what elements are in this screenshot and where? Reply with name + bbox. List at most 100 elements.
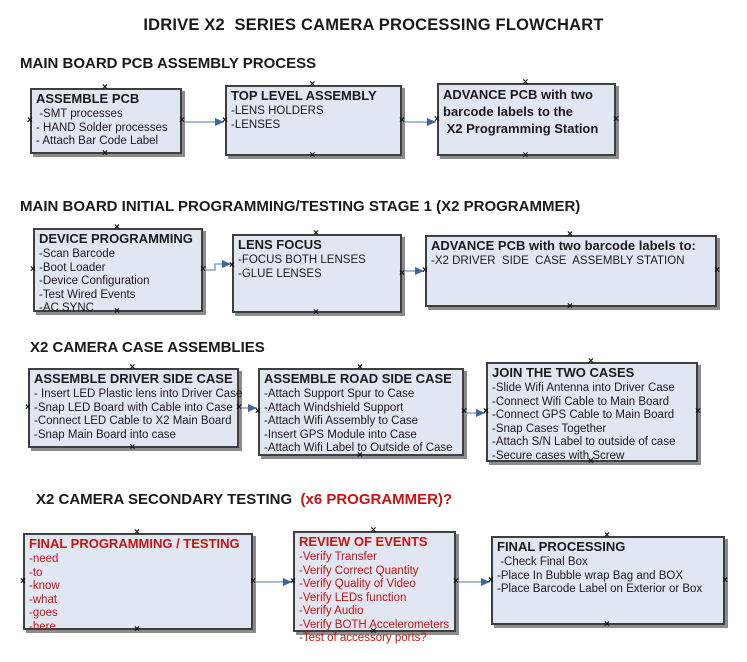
box-item: -Connect LED Cable to X2 Main Board: [34, 415, 232, 427]
connection-point-icon: ×: [102, 148, 108, 159]
flow-box-join-the-two-cases: JOIN THE TWO CASES -Slide Wifi Antenna i…: [483, 357, 701, 467]
connection-point-icon: ×: [129, 442, 136, 453]
connection-point-icon: ×: [567, 229, 573, 240]
box-item: -Verify Quality of Video: [299, 578, 416, 590]
connection-point-icon: ×: [357, 362, 363, 373]
connection-point-icon: ×: [399, 114, 405, 126]
connection-point-icon: ×: [588, 456, 594, 467]
flow-box-assemble-driver-side-case: ASSEMBLE DRIVER SIDE CASE - Insert LED P…: [25, 363, 243, 453]
connection-point-icon: ×: [722, 574, 728, 586]
flow-box-top-level-assembly: TOP LEVEL ASSEMBLY -LENS HOLDERS -LENSES…: [222, 80, 405, 161]
connection-point-icon: ×: [134, 624, 140, 635]
box-item: -Snap Cases Together: [492, 422, 607, 435]
box-item: -Test Wired Events: [39, 288, 136, 301]
box-item: -Attach Wifi Label to Outside of Case: [264, 442, 453, 454]
connection-point-icon: ×: [488, 574, 494, 586]
connection-point-icon: ×: [229, 260, 235, 271]
connection-point-icon: ×: [309, 79, 316, 90]
box-title: ASSEMBLE PCB: [36, 91, 140, 106]
box-item: -Verify Transfer: [299, 551, 377, 563]
box-item: -GLUE LENSES: [238, 267, 322, 280]
box-title: ASSEMBLE DRIVER SIDE CASE: [34, 371, 233, 386]
connection-point-icon: ×: [695, 406, 701, 417]
box-title: FINAL PROCESSING: [497, 539, 626, 554]
box-item: -Place Barcode Label on Exterior or Box: [497, 583, 703, 595]
box-item: -AC SYNC: [39, 302, 94, 314]
connection-point-icon: ×: [236, 402, 242, 413]
flow-box-final-programming-testing: FINAL PROGRAMMING / TESTING -need -to -k…: [20, 528, 256, 635]
box-item: - Insert LED Plastic lens into Driver Ca…: [34, 388, 243, 400]
box-item: -need: [29, 553, 59, 565]
flow-box-final-processing: FINAL PROCESSING -Check Final Box -Place…: [488, 531, 728, 630]
connection-point-icon: ×: [453, 575, 459, 587]
connection-point-icon: ×: [200, 264, 206, 275]
connection-point-icon: ×: [461, 406, 467, 417]
connection-point-icon: ×: [27, 115, 33, 126]
section-header-red-suffix: (x6 PROGRAMMER)?: [300, 491, 453, 508]
connection-point-icon: ×: [522, 77, 529, 88]
connection-point-icon: ×: [604, 530, 610, 541]
box-item: -Test of accessory ports?: [299, 632, 427, 644]
connection-point-icon: ×: [399, 267, 405, 279]
box-item: -what: [29, 593, 58, 606]
flow-box-review-of-events: REVIEW OF EVENTS -Verify Transfer -Verif…: [290, 526, 459, 645]
box-item: -goes: [29, 607, 58, 619]
box-item: -Insert GPS Module into Case: [264, 428, 417, 441]
connection-point-icon: ×: [250, 575, 256, 587]
connection-point-icon: ×: [483, 406, 489, 417]
section-header-secondary-testing: X2 CAMERA SECONDARY TESTING (x6 PROGRAMM…: [36, 491, 452, 508]
flow-box-assemble-pcb: ASSEMBLE PCB -SMT processes - HAND Solde…: [27, 83, 185, 159]
box-item: -Place In Bubble wrap Bag and BOX: [497, 569, 684, 582]
box-item: -Connect Wifi Cable to Main Board: [492, 395, 670, 408]
section-header-initial-programming: MAIN BOARD INITIAL PROGRAMMING/TESTING S…: [20, 198, 581, 215]
box-item: -Attach Wifi Assembly to Case: [264, 415, 419, 427]
connection-point-icon: ×: [309, 150, 316, 161]
box-item: -Connect GPS Cable to Main Board: [492, 409, 675, 421]
box-item: -Attach S/N Label to outside of case: [492, 436, 676, 448]
connection-point-icon: ×: [30, 264, 36, 275]
box-item: -Secure cases with Screw: [492, 449, 625, 462]
connection-point-icon: ×: [604, 619, 610, 630]
box-item: -Verify LEDs function: [299, 591, 407, 604]
flow-box-advance-pcb-programming-station: ADVANCE PCB with two barcode labels to t…: [434, 78, 619, 161]
connection-point-icon: ×: [25, 402, 31, 413]
connection-point-icon: ×: [290, 575, 296, 587]
box-item: -to: [29, 566, 43, 579]
box-title: ASSEMBLE ROAD SIDE CASE: [264, 371, 452, 386]
connection-point-icon: ×: [714, 265, 720, 276]
connection-point-icon: ×: [129, 362, 136, 373]
connection-point-icon: ×: [102, 82, 108, 93]
connection-point-icon: ×: [613, 113, 619, 125]
box-item: - HAND Solder processes: [36, 121, 168, 134]
connection-point-icon: ×: [255, 406, 261, 417]
connection-point-icon: ×: [179, 115, 185, 126]
connection-point-icon: ×: [134, 527, 140, 538]
connection-point-icon: ×: [567, 301, 573, 312]
box-title: ADVANCE PCB with two barcode labels to:: [431, 238, 696, 253]
box-title: ADVANCE PCB with two barcode labels to t…: [443, 87, 599, 136]
box-title: DEVICE PROGRAMMING: [39, 231, 193, 246]
flow-box-advance-pcb-driver-side: ADVANCE PCB with two barcode labels to: …: [422, 230, 720, 312]
box-item: -Slide Wifi Antenna into Driver Case: [492, 382, 675, 394]
page-title: IDRIVE X2 SERIES CAMERA PROCESSING FLOWC…: [143, 16, 604, 34]
box-item: -Verify BOTH Accelerometers: [299, 618, 450, 631]
flow-box-device-programming: DEVICE PROGRAMMING -Scan Barcode -Boot L…: [30, 223, 206, 317]
box-item: -LENSES: [231, 118, 281, 131]
connection-point-icon: ×: [422, 265, 428, 276]
box-item: -Verify Correct Quantity: [299, 564, 419, 577]
box-item: -SMT processes: [36, 108, 123, 120]
box-item: -Boot Loader: [39, 261, 106, 274]
box-title: JOIN THE TWO CASES: [492, 365, 635, 380]
box-item: -Snap Main Board into case: [34, 428, 176, 441]
connection-point-icon: ×: [114, 222, 120, 233]
connection-point-icon: ×: [114, 306, 120, 317]
box-item: -Scan Barcode: [39, 248, 116, 260]
connection-point-icon: ×: [370, 525, 377, 536]
flow-box-assemble-road-side-case: ASSEMBLE ROAD SIDE CASE -Attach Support …: [255, 363, 467, 461]
box-item: -Device Configuration: [39, 275, 150, 287]
box-item: -Snap LED Board with Cable into Case: [34, 401, 233, 414]
box-item: -Attach Support Spur to Case: [264, 388, 415, 400]
connection-point-icon: ×: [222, 114, 228, 126]
box-title: FINAL PROGRAMMING / TESTING: [29, 536, 240, 551]
